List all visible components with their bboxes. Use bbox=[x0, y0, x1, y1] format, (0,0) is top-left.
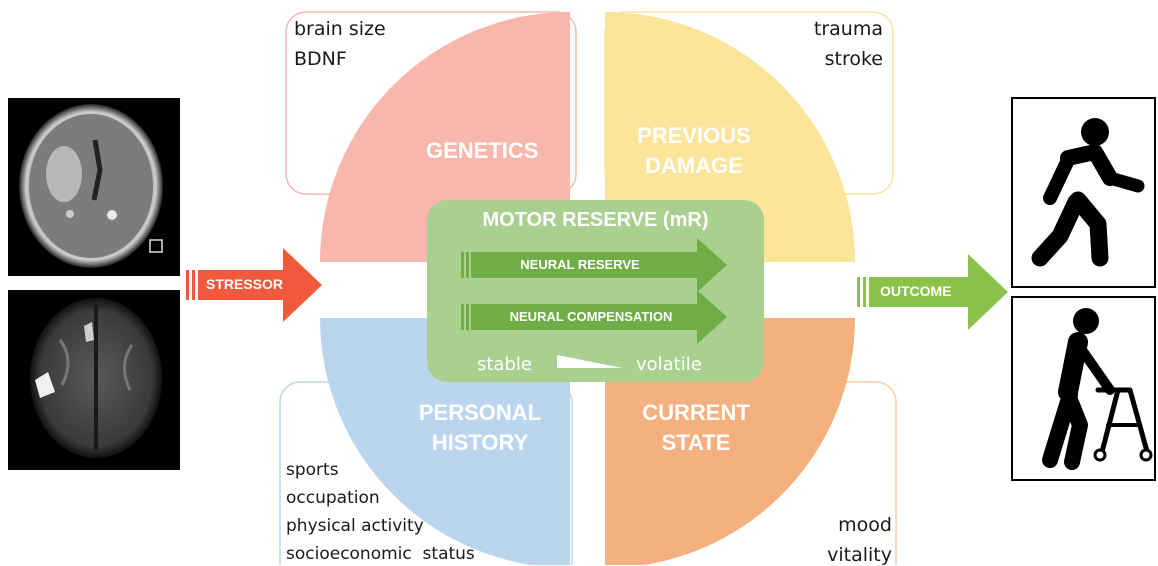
neural-compensation-label: NEURAL COMPENSATION bbox=[509, 309, 673, 324]
personal-history-title-line1: PERSONAL bbox=[418, 400, 542, 425]
personal-history-factor-3: physical activity bbox=[286, 516, 424, 536]
current-state-title-line1: CURRENT bbox=[642, 400, 750, 425]
current-state-title-line2: STATE bbox=[661, 430, 731, 455]
mri-brain-scan-image bbox=[8, 290, 180, 470]
neural-compensation-arrow bbox=[461, 290, 727, 344]
previous-damage-title-line2: DAMAGE bbox=[645, 153, 743, 178]
neural-reserve-arrow bbox=[461, 238, 727, 292]
previous-damage-title-line1: PREVIOUS bbox=[637, 123, 751, 148]
walking-person-icon bbox=[1031, 118, 1145, 267]
volatile-label: volatile bbox=[636, 354, 702, 375]
personal-history-factor-1: sports bbox=[286, 460, 339, 480]
personal-history-factor-2: occupation bbox=[286, 488, 380, 508]
current-state-factor-2: vitality bbox=[827, 544, 892, 566]
personal-history-factor-4: socioeconomic status bbox=[286, 544, 475, 564]
ct-brain-scan-image bbox=[8, 98, 180, 276]
neural-reserve-label: NEURAL RESERVE bbox=[520, 257, 640, 272]
genetics-title: GENETICS bbox=[426, 138, 539, 163]
motor-reserve-title: MOTOR RESERVE (mR) bbox=[482, 209, 709, 231]
stable-volatile-wedge bbox=[557, 355, 622, 368]
current-state-factor-1: mood bbox=[838, 514, 892, 536]
outcome-arrow bbox=[857, 254, 1008, 330]
stressor-arrow bbox=[186, 248, 322, 322]
outcome-label: OUTCOME bbox=[880, 283, 952, 299]
personal-history-title-line2: HISTORY bbox=[431, 430, 529, 455]
previous-damage-factor-2: stroke bbox=[824, 48, 883, 70]
person-with-walker-icon bbox=[1042, 308, 1153, 470]
stable-label: stable bbox=[477, 354, 532, 375]
stressor-label: STRESSOR bbox=[206, 276, 284, 292]
genetics-quadrant bbox=[320, 12, 570, 262]
genetics-factor-1: brain size bbox=[294, 18, 386, 40]
genetics-factor-2: BDNF bbox=[294, 48, 347, 70]
previous-damage-factor-1: trauma bbox=[813, 18, 883, 40]
motor-reserve-box bbox=[427, 200, 764, 382]
previous-damage-quadrant bbox=[605, 12, 855, 262]
